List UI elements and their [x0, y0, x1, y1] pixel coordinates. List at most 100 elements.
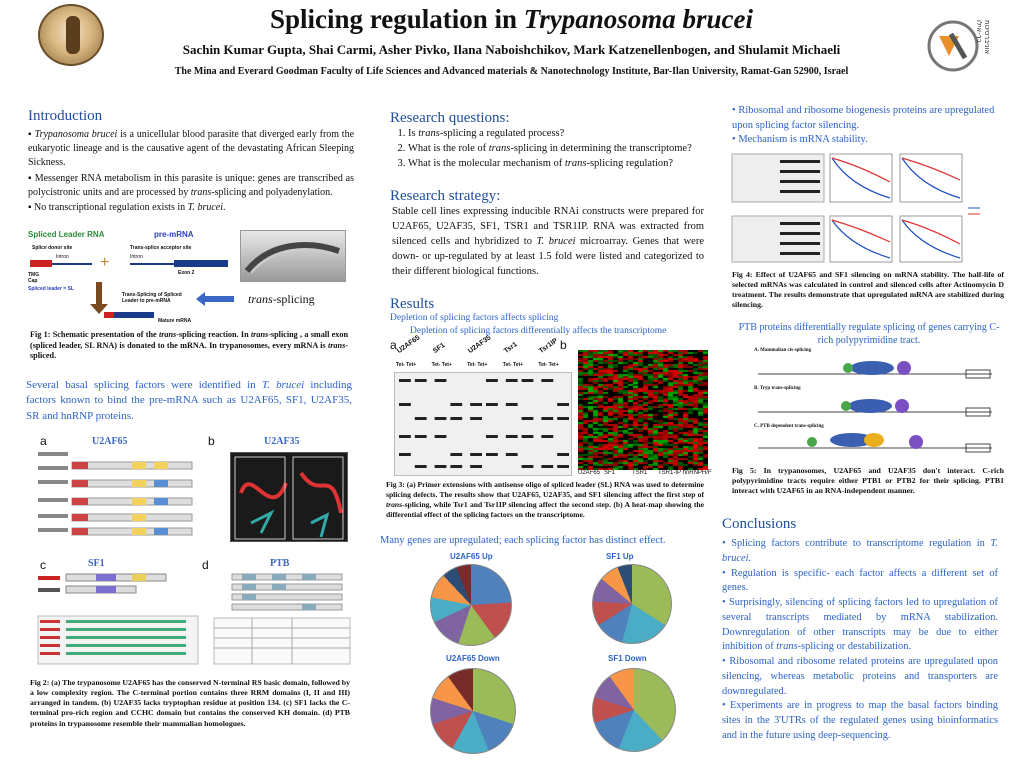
fig4-stability-figure — [730, 146, 1002, 266]
gel-band — [470, 453, 482, 456]
fig1-pre-intron — [130, 263, 174, 265]
fig1-mature-red — [104, 312, 114, 318]
gel-band — [434, 435, 447, 438]
gel-band — [541, 379, 554, 382]
fig1-trypanosome-image — [240, 230, 346, 282]
gel-band — [399, 435, 411, 438]
gel-band — [505, 379, 518, 382]
fig4-caption: Fig 4: Effect of U2AF65 and SF1 silencin… — [732, 270, 1004, 310]
gel-band — [521, 417, 534, 420]
fig2-ptb-title: PTB — [270, 558, 290, 569]
conclusion-4: • Ribosomal and ribosome related protein… — [722, 656, 998, 697]
results-heading: Results — [390, 296, 435, 312]
conclusions-heading: Conclusions — [722, 516, 797, 532]
fig1-intron-label-1: Intron — [56, 254, 69, 260]
intro-bullet-2: ▪ Messenger RNA metabolism in this paras… — [28, 172, 355, 198]
fig3a-lane-label: U2AF65 — [395, 334, 422, 355]
right-bullets: • Ribosomal and ribosome biogenesis prot… — [732, 104, 1004, 148]
gel-band — [399, 403, 411, 406]
fig2-label-c: c — [40, 558, 46, 572]
pie-sf1-down-title: SF1 Down — [608, 654, 647, 663]
fig1-blue-arrow — [204, 296, 234, 302]
fig1-down-arrow — [96, 282, 102, 306]
fig2b-structure-image — [230, 452, 348, 542]
fig1-sl-label: Spliced Leader RNA — [28, 230, 105, 239]
pie-u2af65-down: U2AF65 Down — [390, 654, 554, 762]
fig3a-tet-label: Tet- Tet+ — [502, 362, 524, 368]
gel-band — [486, 403, 498, 406]
question-2: What is the role of trans-splicing in de… — [408, 142, 712, 157]
gel-band — [541, 435, 554, 438]
fig3-label-a: a — [390, 338, 397, 352]
fig3b-heatmap — [578, 350, 708, 470]
gel-band — [486, 435, 498, 438]
fig5-ptb-diagram: A. Mammalian cis-splicing B. Tryp trans-… — [752, 348, 1000, 464]
questions-heading: Research questions: — [390, 110, 510, 126]
fig2-caption: Fig 2: (a) The trypanosome U2AF65 has th… — [30, 678, 350, 728]
gel-band — [557, 403, 569, 406]
basal-factors-text: Several basal splicing factors were iden… — [26, 379, 352, 422]
fig1-plus-sign: + — [100, 254, 110, 271]
upregulated-note: Many genes are upregulated; each splicin… — [380, 535, 666, 546]
gel-band — [486, 453, 498, 456]
fig5-panel-c-label: C. PTB dependent trans-splicing — [754, 424, 824, 429]
gel-band — [414, 379, 427, 382]
fig5-panel-b-label: B. Tryp trans-splicing — [754, 386, 801, 391]
pie-sf1-down: SF1 Down — [558, 654, 708, 762]
conclusion-1: • Splicing factors contribute to transcr… — [722, 538, 998, 564]
results-subheading-1: Depletion of splicing factors affects sp… — [390, 313, 559, 323]
fig1-premrna-label: pre-mRNA — [154, 230, 194, 239]
conclusions-list: • Splicing factors contribute to transcr… — [722, 537, 998, 744]
fig1-down-arrow-head — [90, 304, 108, 314]
fig1-trans-splicing-label: trans-splicing — [248, 292, 315, 306]
gel-band — [521, 435, 534, 438]
question-3: What is the molecular mechanism of trans… — [408, 157, 712, 172]
gel-band — [399, 453, 411, 456]
intro-bullet-1: ▪ Trypanosoma brucei is a unicellular bl… — [28, 129, 355, 169]
fig1-sl-intron — [52, 263, 92, 265]
fig3a-lane-label: Tsr1 — [502, 341, 519, 355]
poster-affiliation: The Mina and Everard Goodman Faculty of … — [174, 66, 849, 77]
poster-authors: Sachin Kumar Gupta, Shai Carmi, Asher Pi… — [182, 42, 841, 57]
fig1-sl-eq: Spliced leader = SL — [28, 286, 74, 292]
fig1-diagram: Spliced Leader RNA pre-mRNA Splice donor… — [26, 226, 350, 328]
gel-band — [414, 435, 427, 438]
fig2-label-a: a — [40, 434, 47, 448]
gel-band — [450, 453, 463, 456]
conclusion-5: • Experiments are in progress to map the… — [722, 700, 998, 741]
fig2-u2af65-title: U2AF65 — [92, 436, 128, 447]
fig3a-tet-label: Tet- Tet+ — [538, 362, 559, 368]
fig3a-tet-row: Tet- Tet+Tet- Tet+Tet- Tet+Tet- Tet+Tet-… — [394, 362, 572, 372]
fig3a-lane-label: U2AF35 — [467, 334, 493, 355]
gel-band — [414, 465, 427, 468]
fig3a-tet-label: Tet- Tet+ — [467, 362, 488, 368]
fig2d-domain-diagram — [212, 570, 352, 666]
conclusion-2: • Regulation is specific- each factor af… — [722, 567, 998, 594]
right-bullet-1: • Ribosomal and ribosome biogenesis prot… — [732, 105, 995, 131]
gel-band — [557, 453, 569, 456]
pie-sf1-up-disc — [592, 564, 672, 644]
fig3a-lane-label: SF1 — [431, 341, 447, 355]
gel-band — [486, 379, 498, 382]
gel-band — [450, 403, 463, 406]
university-logo: אוניברסיטת בר-אילן — [925, 16, 1017, 76]
fig1-mature-blue — [114, 312, 154, 318]
intro-heading: Introduction — [28, 108, 103, 124]
gel-band — [434, 417, 447, 420]
gel-band — [557, 465, 569, 468]
gel-band — [505, 453, 518, 456]
pie-sf1-down-disc — [592, 668, 676, 752]
gel-band — [414, 417, 427, 420]
fig1-exon2-label: Exon 2 — [178, 270, 195, 276]
questions-list: Is trans-splicing a regulated process? W… — [392, 127, 712, 172]
fig1-splice-donor: Splice donor site — [32, 245, 73, 251]
fig2-u2af35-title: U2AF35 — [264, 436, 300, 447]
poster-title: Splicing regulation in Trypanosoma bruce… — [269, 4, 754, 34]
fig3-label-b: b — [560, 338, 567, 352]
fig1-sl-exon — [30, 260, 52, 267]
intro-bullet-3: ▪ No transcriptional regulation exists i… — [28, 201, 226, 213]
right-bullet-2: • Mechanism is mRNA stability. — [732, 134, 868, 146]
